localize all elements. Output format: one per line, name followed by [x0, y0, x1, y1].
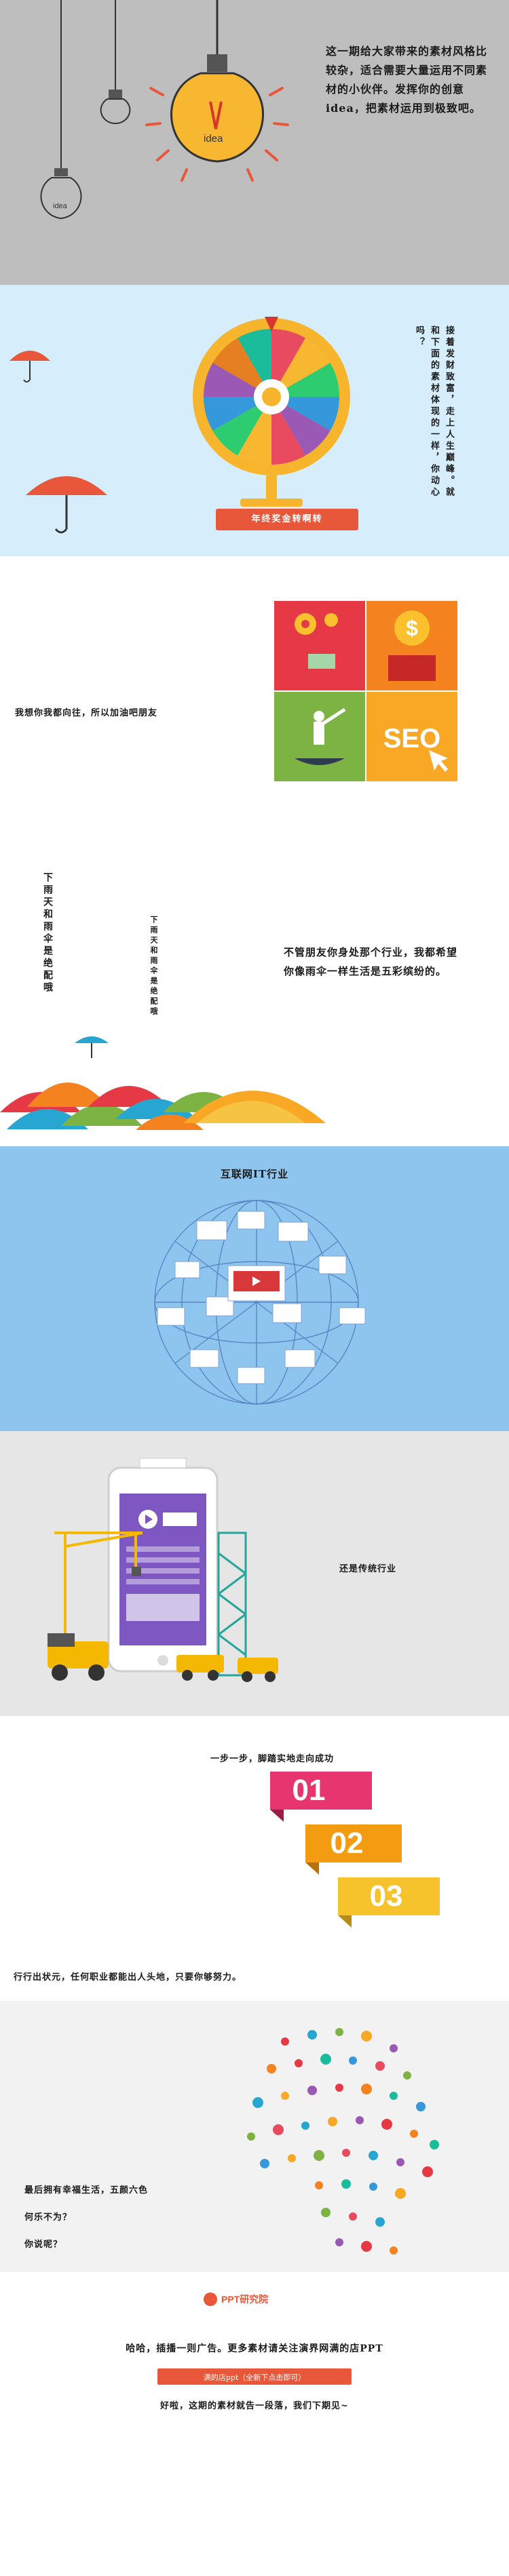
step-3-label: 03	[369, 1879, 403, 1913]
small-bulb-icon	[100, 90, 131, 125]
telescope-person-icon	[295, 707, 346, 765]
shop-link-button[interactable]: 满的店ppt（全新下点击即可）	[157, 2368, 352, 2385]
loader-icon	[238, 1658, 278, 1682]
step-3-banner	[338, 1877, 440, 1928]
money-note-icon	[308, 654, 335, 669]
footer-logo: PPT研究院	[204, 2292, 268, 2306]
big-bulb-label: idea	[204, 133, 223, 144]
wheel-vertical-text: 接着发财致富，走上人生巅峰。就和下面的素材体现的一样，你动心吗？	[414, 326, 454, 499]
step-1-banner	[270, 1772, 372, 1822]
section-it: 互联网IT行业	[0, 1146, 509, 1431]
small-bulb-label: idea	[53, 202, 67, 210]
wheel-illustration	[10, 317, 350, 534]
network-globe-icon	[154, 1200, 366, 1405]
ad-line: 哈哈，插播一则广告。更多素材请关注演界网满的店PPT	[126, 2343, 383, 2354]
section-steps: 一步一步，脚踏实地走向成功 01 02 03 行行出状元，任何职业都能出人头地，…	[0, 1716, 509, 2001]
vertical-text-left: 下雨天和雨伞是绝配哦	[42, 872, 53, 994]
outline-bulb-icon	[40, 168, 82, 220]
small-umbrella-icon	[10, 351, 50, 383]
gears-icon	[295, 613, 338, 635]
step-2-banner	[305, 1824, 402, 1875]
step-1-label: 01	[292, 1774, 326, 1807]
smartphone-icon	[107, 1458, 219, 1673]
happy-line-2: 何乐不为？	[24, 2212, 73, 2223]
large-umbrella-icon	[26, 476, 107, 534]
panels-caption: 我想你我都向往，所以加油吧朋友	[15, 708, 158, 718]
floating-umbrella-icon	[75, 1036, 109, 1058]
team-group-icon	[388, 655, 436, 681]
section-wheel: 年终奖金转啊转 接着发财致富，走上人生巅峰。就和下面的素材体现的一样，你动心吗？	[0, 285, 509, 556]
section-umbrellas: 下雨天和雨伞是绝配哦 下雨天和雨伞是绝配哦 不管朋友你身处那个行业，我都希望你像…	[0, 855, 509, 1146]
it-title: 互联网IT行业	[220, 1168, 289, 1180]
dollar-coin-icon: $	[394, 610, 430, 646]
section-happy-life: 最后拥有幸福生活，五颜六色 何乐不为？ 你说呢？	[0, 2001, 509, 2272]
icon-head-illustration	[247, 2028, 439, 2255]
scaffold-icon	[217, 1531, 247, 1677]
steps-illustration	[270, 1772, 440, 1928]
umbrella-caption: 不管朋友你身处那个行业，我都希望你像雨伞一样生活是五彩缤纷的。	[284, 946, 458, 977]
happy-line-3: 你说呢？	[24, 2240, 63, 2250]
happy-line-1: 最后拥有幸福生活，五颜六色	[24, 2185, 149, 2196]
wheel-banner: 年终奖金转啊转	[216, 509, 358, 530]
panel-grid: $ SEO	[274, 601, 457, 781]
section-bulbs: idea idea 这一期给大家带来的素材风格比较杂，适合需要大量运用不同素材的…	[0, 0, 509, 285]
svg-text:$: $	[406, 616, 418, 640]
excavator-icon	[48, 1633, 109, 1681]
section-construction: 还是传统行业	[0, 1431, 509, 1716]
logo-icon	[204, 2292, 217, 2306]
truck-icon	[176, 1655, 224, 1681]
section-panels: $ SEO 我想你我都向往，所以加油吧朋友	[0, 556, 509, 855]
footer: PPT研究院 哈哈，插播一则广告。更多素材请关注演界网满的店PPT 满的店ppt…	[0, 2272, 509, 2576]
logo-text: PPT研究院	[221, 2294, 269, 2305]
umbrella-cluster	[0, 1036, 326, 1130]
construction-illustration	[48, 1458, 278, 1682]
bulb-illustration	[40, 0, 289, 220]
vertical-text-mid: 下雨天和雨伞是绝配哦	[149, 916, 158, 1017]
closing-line: 好啦，这期的素材就告一段落，我们下期见~	[160, 2401, 349, 2411]
seo-text-graphic: SEO	[383, 724, 440, 754]
intro-paragraph: 这一期给大家带来的素材风格比较杂，适合需要大量运用不同素材的小伙伴。发挥你的创意…	[326, 45, 488, 115]
cursor-icon	[429, 750, 448, 772]
shop-link-label: 满的店ppt（全新下点击即可）	[203, 2373, 306, 2382]
big-idea-bulb-icon	[145, 54, 289, 182]
wheel-banner-label: 年终奖金转啊转	[251, 514, 323, 524]
video-player-icon	[227, 1265, 286, 1302]
step-2-label: 02	[330, 1827, 364, 1860]
steps-caption: 行行出状元，任何职业都能出人头地，只要你够努力。	[14, 1972, 242, 1983]
construction-caption: 还是传统行业	[339, 1564, 397, 1574]
fortune-wheel-icon	[193, 317, 350, 507]
steps-title: 一步一步，脚踏实地走向成功	[210, 1754, 335, 1764]
